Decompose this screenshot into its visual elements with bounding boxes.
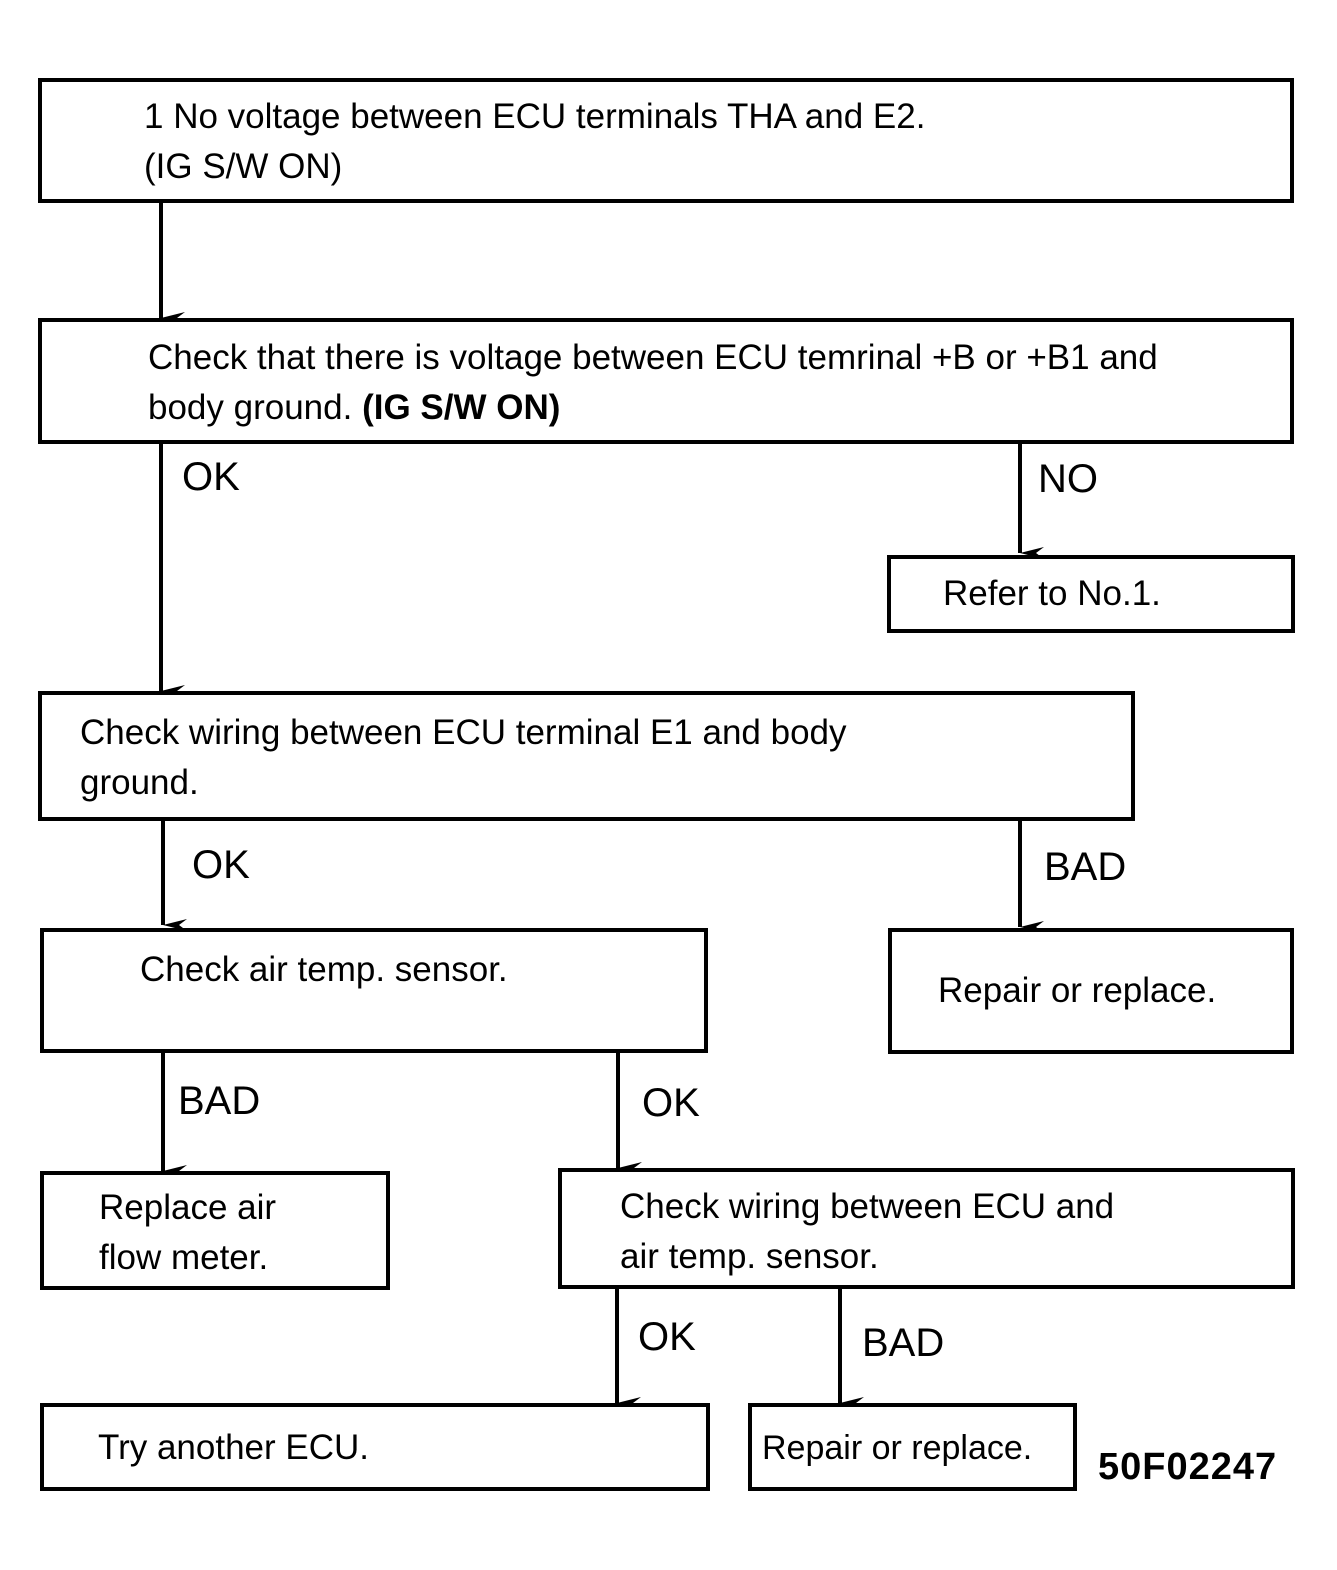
refer-text: Refer to No.1.	[943, 574, 1161, 613]
check-sensor-box: Check air temp. sensor.	[40, 928, 708, 1053]
check-wiring-sensor-box: Check wiring between ECU and air temp. s…	[558, 1168, 1295, 1289]
step1-line2: (IG S/W ON)	[144, 147, 343, 186]
check-wiring-e1-line2: ground.	[80, 763, 199, 802]
label-bad-1: BAD	[1044, 845, 1127, 889]
label-ok-2: OK	[192, 843, 250, 887]
replace-afm-box: Replace air flow meter.	[40, 1171, 390, 1290]
check-sensor-text: Check air temp. sensor.	[140, 950, 508, 989]
repair-box-2: Repair or replace.	[748, 1403, 1077, 1491]
label-ok-4: OK	[638, 1315, 696, 1359]
refer-box: Refer to No.1.	[887, 555, 1295, 633]
label-bad-2: BAD	[178, 1079, 261, 1123]
check-wiring-sensor-line2: air temp. sensor.	[620, 1237, 879, 1276]
check-wiring-sensor-line1: Check wiring between ECU and	[620, 1187, 1115, 1226]
try-ecu-box: Try another ECU.	[40, 1403, 710, 1491]
repair-1-text: Repair or replace.	[938, 971, 1217, 1010]
figure-code: 50F02247	[1098, 1446, 1278, 1488]
check-voltage-line2-b: (IG S/W ON)	[362, 388, 561, 427]
repair-box-1: Repair or replace.	[888, 928, 1294, 1054]
step1-line1: 1 No voltage between ECU terminals THA a…	[144, 97, 926, 136]
replace-afm-line2: flow meter.	[99, 1238, 269, 1277]
check-voltage-line2-a: body ground.	[148, 388, 363, 427]
label-ok-3: OK	[642, 1081, 700, 1125]
check-wiring-e1-box: Check wiring between ECU terminal E1 and…	[38, 691, 1135, 821]
label-bad-3: BAD	[862, 1321, 945, 1365]
try-ecu-text: Try another ECU.	[98, 1428, 370, 1467]
replace-afm-line1: Replace air	[99, 1188, 277, 1227]
label-no-1: NO	[1038, 457, 1098, 501]
check-voltage-box: Check that there is voltage between ECU …	[38, 318, 1294, 444]
check-wiring-e1-line1: Check wiring between ECU terminal E1 and…	[80, 713, 847, 752]
label-ok-1: OK	[182, 455, 240, 499]
step1-box: 1 No voltage between ECU terminals THA a…	[38, 78, 1294, 203]
check-voltage-line2: body ground. (IG S/W ON)	[148, 383, 560, 433]
repair-2-text: Repair or replace.	[762, 1429, 1033, 1467]
check-voltage-line1: Check that there is voltage between ECU …	[148, 338, 1158, 377]
